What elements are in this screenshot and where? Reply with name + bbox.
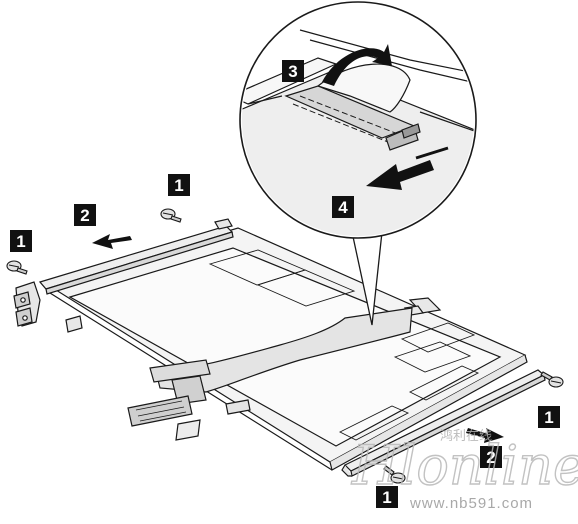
watermark-brand: Hlonline xyxy=(351,434,578,497)
arrow-peel-tape xyxy=(322,44,392,86)
screw-top-center xyxy=(160,208,182,223)
callout-1-left: 1 xyxy=(10,230,32,252)
callout-1-top: 1 xyxy=(168,174,190,196)
magnifier-pointer xyxy=(351,231,383,326)
screw-left xyxy=(6,260,28,275)
svg-text:1: 1 xyxy=(544,408,553,427)
svg-text:1: 1 xyxy=(16,232,25,251)
bracket-right xyxy=(341,369,546,477)
watermark: Hlonline 鸿利在线 www.nb591.com xyxy=(350,428,578,512)
svg-text:3: 3 xyxy=(288,62,297,81)
arrow-left-bracket xyxy=(92,234,132,249)
screw-bottom xyxy=(383,465,406,484)
arrow-disconnect xyxy=(366,160,434,190)
watermark-cjk: 鸿利在线 xyxy=(440,428,492,444)
svg-text:1: 1 xyxy=(382,488,391,507)
svg-text:1: 1 xyxy=(174,176,183,195)
lcd-flex-cable xyxy=(127,307,413,441)
watermark-url: www.nb591.com xyxy=(409,495,533,512)
arrow-right-bracket xyxy=(466,428,504,443)
lcd-panel-edge xyxy=(329,354,528,471)
svg-text:2: 2 xyxy=(486,448,495,467)
callout-3: 3 xyxy=(282,60,304,82)
bracket-left xyxy=(13,218,234,327)
callout-1-bottom: 1 xyxy=(376,486,398,508)
cable-connector xyxy=(127,395,193,427)
callout-1-right: 1 xyxy=(538,406,560,428)
svg-text:4: 4 xyxy=(338,198,348,217)
callout-2-left: 2 xyxy=(74,204,96,226)
callout-2-right: 2 xyxy=(480,446,502,468)
callout-4: 4 xyxy=(332,196,354,218)
screw-right xyxy=(540,371,564,388)
svg-text:2: 2 xyxy=(80,206,89,225)
